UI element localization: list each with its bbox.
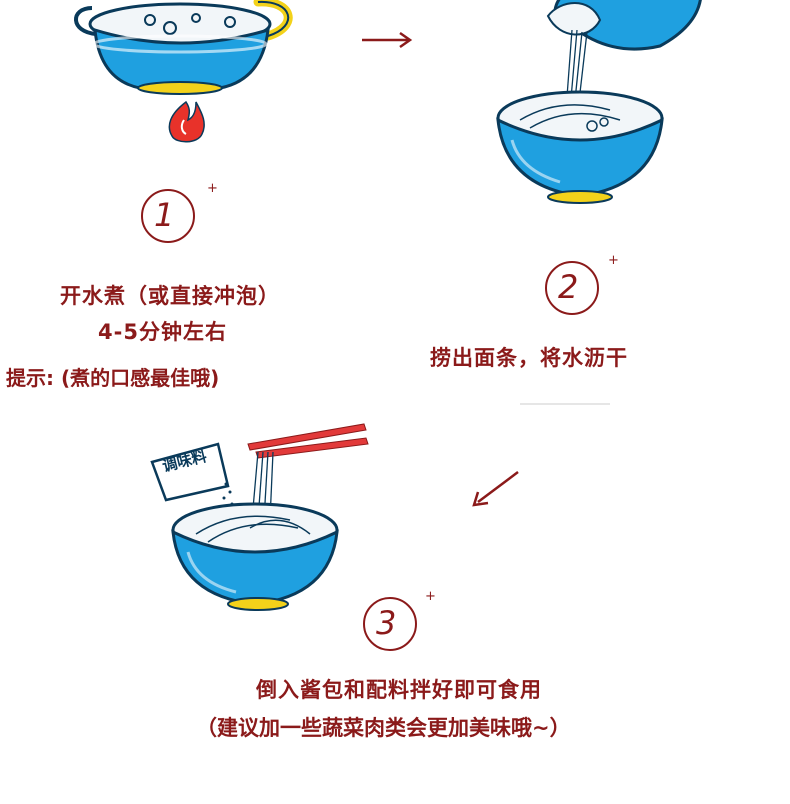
step2-number: 2	[558, 268, 579, 306]
step1-number-circle: +	[141, 181, 218, 243]
step1-line2: 4-5分钟左右	[98, 320, 227, 344]
svg-text:+: +	[608, 253, 619, 268]
step1-pot-illustration	[74, 0, 293, 95]
step3-line1: 倒入酱包和配料拌好即可食用	[256, 678, 542, 702]
step3-season-illustration	[150, 423, 369, 611]
step3-number-circle: +	[363, 589, 436, 651]
svg-text:+: +	[207, 181, 218, 196]
step2-line1: 捞出面条，将水沥干	[430, 346, 628, 370]
step2-number-circle: +	[545, 253, 619, 315]
arrow-right-icon	[362, 31, 413, 49]
step3-number: 3	[376, 604, 397, 642]
svg-text:+: +	[425, 589, 436, 604]
step3-line2: （建议加一些蔬菜肉类会更加美味哦~）	[196, 716, 571, 740]
fire-icon	[168, 100, 205, 143]
step1-number: 1	[154, 196, 175, 234]
step2-drain-illustration	[496, 0, 702, 204]
step1-tip: 提示: (煮的口感最佳哦)	[6, 366, 220, 390]
step1-line1: 开水煮（或直接冲泡）	[60, 284, 280, 308]
arrow-down-left-icon	[472, 471, 519, 507]
